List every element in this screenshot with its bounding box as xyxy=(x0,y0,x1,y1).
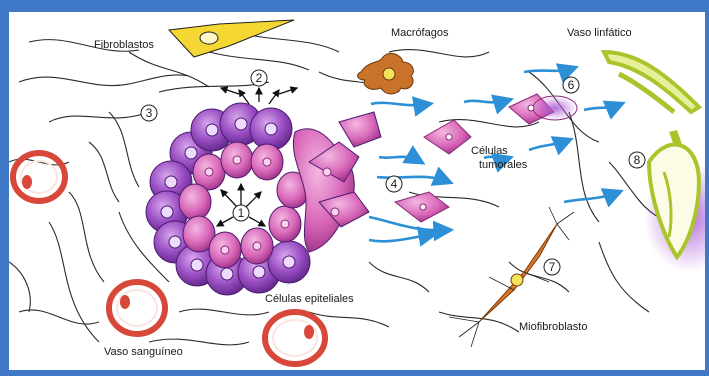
step-marker-1: 1 xyxy=(233,205,249,221)
label-celulas-epiteliales: Células epiteliales xyxy=(265,293,354,305)
tumor-microenvironment-diagram: 1 2 3 4 6 7 8 Fibroblastos Macrófagos Va… xyxy=(9,12,705,370)
diagram-frame: 1 2 3 4 6 7 8 Fibroblastos Macrófagos Va… xyxy=(9,12,705,370)
svg-text:1: 1 xyxy=(238,206,245,220)
blood-vessel xyxy=(13,153,65,201)
step-marker-4: 4 xyxy=(386,176,402,192)
svg-text:3: 3 xyxy=(146,106,153,120)
step-2-arrows xyxy=(221,88,297,104)
macrophage-cell xyxy=(358,53,414,94)
blood-vessel xyxy=(109,282,165,334)
label-vaso-linfatico: Vaso linfático xyxy=(567,27,632,39)
step-marker-6: 6 xyxy=(563,77,579,93)
label-vaso-sanguineo: Vaso sanguíneo xyxy=(104,346,183,358)
label-celulas-tumorales-line1: Células xyxy=(471,145,508,157)
label-celulas-tumorales-line2: tumorales xyxy=(479,159,528,171)
svg-text:2: 2 xyxy=(256,71,263,85)
blood-vessel xyxy=(265,312,325,364)
step-marker-2: 2 xyxy=(251,70,267,86)
step-marker-8: 8 xyxy=(629,152,645,168)
epithelial-acinus xyxy=(146,103,381,295)
svg-text:7: 7 xyxy=(549,260,556,274)
label-fibroblastos: Fibroblastos xyxy=(94,39,154,51)
lymphatic-vessel-8 xyxy=(644,145,705,272)
label-macrofagos: Macrófagos xyxy=(391,27,449,39)
step-marker-7: 7 xyxy=(544,259,560,275)
svg-text:8: 8 xyxy=(634,153,641,167)
svg-text:6: 6 xyxy=(568,78,575,92)
svg-text:4: 4 xyxy=(391,177,398,191)
tumor-cell-mass xyxy=(293,112,381,252)
label-miofibroblasto: Miofibroblasto xyxy=(519,321,587,333)
step-marker-3: 3 xyxy=(141,105,157,121)
